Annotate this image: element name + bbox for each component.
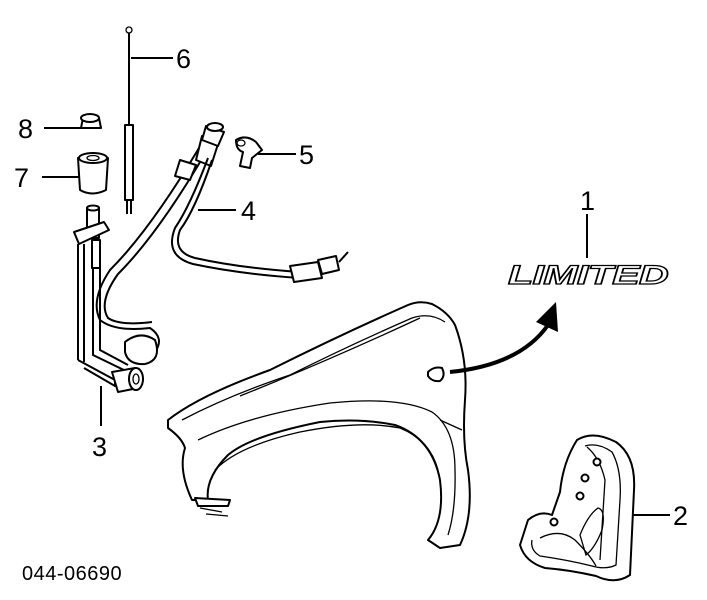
limited-emblem-text: LIMITED: [508, 260, 668, 290]
callout-5: 5: [299, 140, 314, 170]
callout-6: 6: [176, 44, 191, 74]
callout-8: 8: [18, 114, 33, 144]
callout-7: 7: [14, 163, 29, 193]
antenna-bezel: [77, 152, 109, 195]
mud-flap: [519, 434, 636, 582]
front-fender: [167, 301, 471, 549]
callout-1: 1: [580, 186, 595, 216]
callout-3: 3: [92, 432, 107, 462]
limited-emblem: LIMITED: [507, 259, 669, 290]
antenna-cable: [95, 122, 349, 366]
antenna-base-assembly: [73, 204, 144, 393]
callout-2: 2: [673, 501, 688, 531]
emblem-arrow: [449, 302, 558, 374]
cable-clip: [235, 136, 263, 169]
callout-4: 4: [241, 196, 256, 226]
antenna-mast: [124, 26, 134, 214]
diagram-code: 044-06690: [22, 563, 122, 585]
antenna-cap: [80, 113, 102, 129]
